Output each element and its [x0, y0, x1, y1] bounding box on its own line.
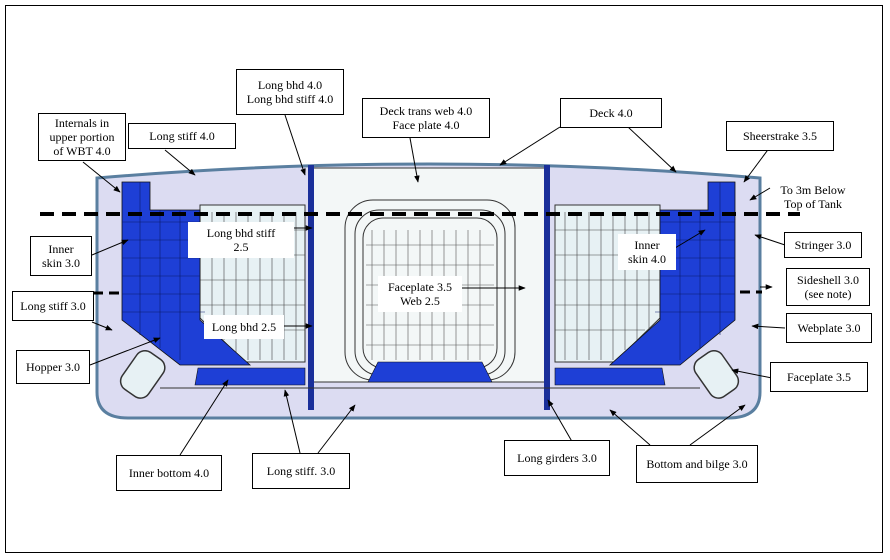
left-long-bhd — [308, 165, 314, 410]
label-long-bhd-stiff-inner: Long bhd stiff 2.5 — [188, 222, 294, 258]
label-sideshell: Sideshell 3.0 (see note) — [786, 268, 870, 306]
label-stringer: Stringer 3.0 — [784, 232, 862, 258]
label-inner-bottom: Inner bottom 4.0 — [116, 455, 222, 491]
label-faceplate-web: Faceplate 3.5 Web 2.5 — [378, 276, 462, 312]
right-hopper-cutout — [693, 349, 740, 399]
label-long-bhd: Long bhd 4.0 Long bhd stiff 4.0 — [236, 69, 344, 115]
label-long-stiff-bottom: Long stiff. 3.0 — [252, 453, 350, 489]
label-long-bhd-25: Long bhd 2.5 — [204, 315, 284, 339]
label-to-3m-below: To 3m Below Top of Tank — [780, 183, 846, 211]
left-hopper-cutout — [119, 349, 166, 399]
label-hopper: Hopper 3.0 — [16, 350, 90, 384]
right-inner-bottom — [554, 367, 666, 386]
label-deck: Deck 4.0 — [560, 98, 662, 128]
label-inner-skin-left: Inner skin 3.0 — [30, 236, 92, 276]
label-sheerstrake: Sheerstrake 3.5 — [726, 121, 834, 151]
label-webplate: Webplate 3.0 — [786, 313, 872, 343]
label-long-stiff-top: Long stiff 4.0 — [128, 123, 236, 149]
label-deck-trans-web: Deck trans web 4.0 Face plate 4.0 — [362, 98, 490, 138]
center-tank-floor — [367, 361, 493, 383]
label-internals-upper-wbt: Internals in upper portion of WBT 4.0 — [38, 113, 126, 161]
left-inner-skin-grid — [122, 182, 205, 360]
left-inner-bottom — [194, 367, 306, 386]
label-inner-skin-right: Inner skin 4.0 — [618, 234, 676, 270]
label-long-girders: Long girders 3.0 — [504, 440, 610, 476]
label-faceplate-right: Faceplate 3.5 — [770, 362, 868, 392]
figure-frame — [5, 5, 883, 553]
label-long-stiff-left: Long stiff 3.0 — [12, 291, 94, 321]
leader-arrows — [82, 114, 786, 456]
right-long-bhd — [544, 165, 550, 410]
right-inner-skin — [608, 181, 736, 366]
left-inner-skin — [121, 181, 252, 366]
label-bottom-bilge: Bottom and bilge 3.0 — [636, 445, 758, 483]
